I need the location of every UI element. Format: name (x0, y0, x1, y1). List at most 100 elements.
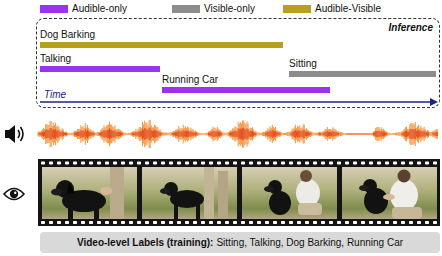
sprocket-hole (281, 162, 285, 165)
sprocket-hole (241, 162, 245, 165)
waveform (38, 120, 437, 148)
film-strip (38, 159, 440, 226)
sprocket-hole (233, 162, 237, 165)
sprocket-hole (297, 162, 301, 165)
sprocket-hole (369, 221, 373, 224)
sprocket-hole (73, 221, 77, 224)
sprocket-hole (345, 162, 349, 165)
sprocket-hole (273, 221, 277, 224)
event-label: Talking (40, 53, 71, 65)
sprocket-hole (361, 162, 365, 165)
sprocket-hole (377, 162, 381, 165)
sprocket-hole (297, 221, 301, 224)
sprocket-hole (289, 162, 293, 165)
sprocket-hole (193, 221, 197, 224)
sprocket-hole (193, 162, 197, 165)
sprocket-hole (89, 221, 93, 224)
sprocket-hole (97, 221, 101, 224)
waveform-silence (346, 134, 370, 135)
sprocket-hole (97, 162, 101, 165)
sprocket-hole (177, 162, 181, 165)
sprocket-hole (185, 162, 189, 165)
event-bar-fill (162, 87, 330, 93)
sprocket-hole (57, 162, 61, 165)
sprocket-hole (137, 162, 141, 165)
sprocket-hole (73, 162, 77, 165)
sprocket-hole (289, 221, 293, 224)
sprocket-hole (409, 221, 413, 224)
legend-swatch (40, 5, 68, 13)
sprocket-hole (385, 221, 389, 224)
sprocket-hole (185, 221, 189, 224)
legend-text: Audible-only (72, 2, 127, 15)
sprocket-hole (105, 221, 109, 224)
sprocket-hole (233, 221, 237, 224)
sprocket-hole (249, 162, 253, 165)
sprocket-hole (49, 221, 53, 224)
sprocket-hole (65, 221, 69, 224)
sprocket-hole (241, 221, 245, 224)
sprocket-hole (353, 221, 357, 224)
sprocket-hole (377, 221, 381, 224)
sprocket-hole (433, 162, 437, 165)
panel-title: Inference (389, 22, 433, 34)
sprocket-hole (217, 221, 221, 224)
inference-panel: InferenceDog BarkingTalking SittingRunnin… (36, 18, 440, 108)
event-bar: Running Car (162, 74, 330, 93)
sprocket-hole (49, 162, 53, 165)
sprocket-hole (425, 221, 429, 224)
sprocket-hole (145, 162, 149, 165)
sprocket-hole (369, 162, 373, 165)
sprocket-hole (249, 221, 253, 224)
sprocket-hole (321, 221, 325, 224)
sprocket-hole (401, 162, 405, 165)
sprocket-hole (329, 221, 333, 224)
sprocket-hole (81, 162, 85, 165)
time-arrow (40, 98, 438, 106)
sprocket-hole (257, 221, 261, 224)
event-bar: Dog Barking (40, 29, 283, 48)
sprocket-hole (401, 221, 405, 224)
sprocket-hole (129, 221, 133, 224)
sprocket-hole (361, 221, 365, 224)
legend-swatch (172, 5, 200, 13)
sprocket-hole (409, 162, 413, 165)
sprocket-hole (153, 162, 157, 165)
sprocket-hole (209, 162, 213, 165)
sprocket-hole (89, 162, 93, 165)
sprocket-hole (337, 221, 341, 224)
sprocket-hole (169, 162, 173, 165)
sprocket-hole (129, 162, 133, 165)
sprocket-hole (153, 221, 157, 224)
sprocket-hole (345, 221, 349, 224)
event-bar-fill (289, 71, 436, 77)
axis-label: Time (44, 89, 66, 101)
sprocket-hole (265, 221, 269, 224)
sprocket-hole (121, 162, 125, 165)
sprocket-hole (433, 221, 437, 224)
legend-swatch (283, 5, 311, 13)
sprocket-hole (81, 221, 85, 224)
band-body: Sitting, Talking, Dog Barking, Running C… (216, 236, 403, 249)
sprocket-hole (201, 162, 205, 165)
legend-text: Visible-only (204, 2, 255, 15)
sprocket-hole (313, 221, 317, 224)
waveform-outer (38, 120, 437, 148)
event-bar: Talking (40, 53, 160, 72)
sprocket-hole (145, 221, 149, 224)
sprocket-hole (121, 221, 125, 224)
sprocket-hole (393, 221, 397, 224)
sprocket-hole (65, 162, 69, 165)
sprocket-hole (265, 162, 269, 165)
event-label: Sitting (289, 58, 317, 70)
event-bar-fill (40, 66, 160, 72)
sprocket-hole (113, 162, 117, 165)
band-heading: Video-level Labels (training): (77, 236, 214, 249)
sprocket-hole (417, 221, 421, 224)
sprocket-hole (329, 162, 333, 165)
sprocket-hole (273, 162, 277, 165)
legend-text: Audible-Visible (315, 2, 381, 15)
sprocket-hole (281, 221, 285, 224)
event-label: Dog Barking (40, 29, 95, 41)
event-bar: Sitting (289, 58, 436, 77)
